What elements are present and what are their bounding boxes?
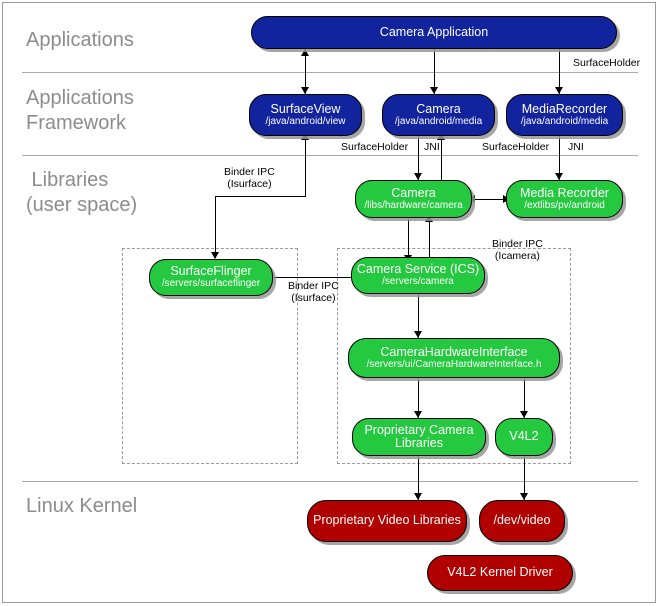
node-subtitle: /java/android/media [394,115,483,127]
arrow-v4l2-devvideo [520,493,528,500]
node-title: V4L2 [509,429,539,444]
edge-label-surfaceholder-app-mediarecorder: SurfaceHolder [573,57,641,69]
node-proprietary-camera-libraries[interactable]: Proprietary Camera Libraries [352,418,486,456]
node-camera-native[interactable]: Camera /libs/hardware/camera [355,180,472,218]
node-title: Camera [391,185,436,200]
node-subtitle: /servers/camera [382,276,454,288]
node-title: Media Recorder [520,185,609,200]
edge-label-jni-mediarecorder: JNI [568,141,584,153]
dashed-group-surfaceflinger [122,248,298,464]
connector-camerajava-cameranative-down [418,136,419,180]
connector-cameranative-camerajava-up [441,136,442,180]
arrow-chi-proprietary-camera [414,411,422,418]
node-title: SurfaceFlinger [170,264,252,279]
node-v4l2[interactable]: V4L2 [495,418,553,456]
connector-surfaceview-binder-seg2 [215,196,306,197]
connector-proprietary-camera-video [418,455,419,500]
arrow-cameraservice-chi [414,331,422,338]
arrow-camerajava-cameranative-down [414,173,422,180]
connector-surfaceview-binder-seg1 [305,136,306,196]
connector-cameraapp-surfaceview [305,49,306,94]
arrow-cameraapp-surfaceview-down [301,87,309,94]
node-surfaceview[interactable]: SurfaceView /java/android/view [249,94,362,136]
connector-surfaceview-binder-seg3 [215,196,216,258]
node-title: V4L2 Kernel Driver [447,565,553,580]
arrow-cameraapp-camerajava [430,87,438,94]
node-dev-video[interactable]: /dev/video [479,500,565,542]
arrow-cameraapp-surfaceview-up [301,49,309,56]
layer-label-applications: Applications [26,29,134,51]
dashed-group-camera-service [337,248,571,464]
node-title: MediaRecorder [521,101,608,116]
node-subtitle: /extlibs/pv/android [524,199,605,211]
edge-label-binder-ipc-icamera: Binder IPC (Icamera) [492,238,543,262]
arrow-mediarecorder-native [555,173,563,180]
arrow-cameraservice-cameranative-up [425,215,433,222]
layer-label-libraries: Libraries (user space) [26,169,138,216]
connector-cameraapp-camerajava [434,49,435,94]
connector-cameraservice-surfaceflinger [267,277,351,278]
layer-label-applications-framework: Applications Framework [26,87,134,134]
node-title: Camera Service (ICS) [356,262,480,277]
edge-label-jni-camera: JNI [424,141,440,153]
connector-v4l2-devvideo [524,455,525,500]
edge-label-binder-ipc-isurface-top: Binder IPC (Isurface) [224,166,275,190]
arrow-proprietary-camera-video [414,493,422,500]
connector-cameranative-cameraservice-down [408,218,409,262]
connector-cameraservice-chi [418,294,419,338]
connector-mediarecorder-native [559,136,560,180]
connector-cameraapp-mediarecorder [559,49,560,94]
node-v4l2-kernel-driver[interactable]: V4L2 Kernel Driver [427,555,573,591]
node-subtitle: /servers/surfaceflinger [161,278,261,290]
connector-cameranative-mediarecordernative [472,199,506,200]
node-media-recorder-native[interactable]: Media Recorder /extlibs/pv/android [506,180,623,218]
edge-label-surfaceholder-camera: SurfaceHolder [341,141,409,153]
arrow-chi-v4l2 [520,411,528,418]
separator-kernel [22,481,638,482]
node-camera-service[interactable]: Camera Service (ICS) /servers/camera [351,257,485,294]
node-mediarecorder[interactable]: MediaRecorder /java/android/media [506,94,623,136]
connector-chi-proprietary-camera [418,378,419,418]
connector-chi-v4l2 [524,378,525,418]
node-camera-java[interactable]: Camera /java/android/media [382,94,495,136]
node-subtitle: /java/android/view [265,115,346,127]
layer-label-linux-kernel: Linux Kernel [26,495,138,517]
node-camerahardwareinterface[interactable]: CameraHardwareInterface /servers/ui/Came… [348,338,560,378]
separator-framework [22,155,638,156]
node-subtitle: /libs/hardware/camera [364,199,463,211]
node-title: Camera Application [379,24,489,39]
node-title: Proprietary Video Libraries [313,513,461,528]
node-title: SurfaceView [270,101,341,116]
arrow-cameranative-camerajava-up [437,133,445,140]
node-title: Camera [416,101,461,116]
node-camera-application[interactable]: Camera Application [251,16,617,49]
node-title: /dev/video [493,513,551,528]
edge-label-binder-ipc-isurface-service: Binder IPC (Isurface) [288,280,339,304]
arrow-cameraapp-mediarecorder [555,87,563,94]
connector-cameraservice-cameranative-up [429,218,430,262]
node-subtitle: /java/android/media [520,115,609,127]
node-title: Proprietary Camera Libraries [364,422,474,450]
node-proprietary-video-libraries[interactable]: Proprietary Video Libraries [307,500,467,542]
node-surfaceflinger[interactable]: SurfaceFlinger /servers/surfaceflinger [149,259,273,296]
separator-applications [22,72,638,73]
arrow-surfaceview-binder-up [301,133,309,140]
arrow-binder-surfaceflinger [211,252,219,259]
node-title: CameraHardwareInterface [380,344,528,359]
node-subtitle: /servers/ui/CameraHardwareInterface.h [366,358,542,370]
edge-label-surfaceholder-mediarecorder: SurfaceHolder [482,141,550,153]
